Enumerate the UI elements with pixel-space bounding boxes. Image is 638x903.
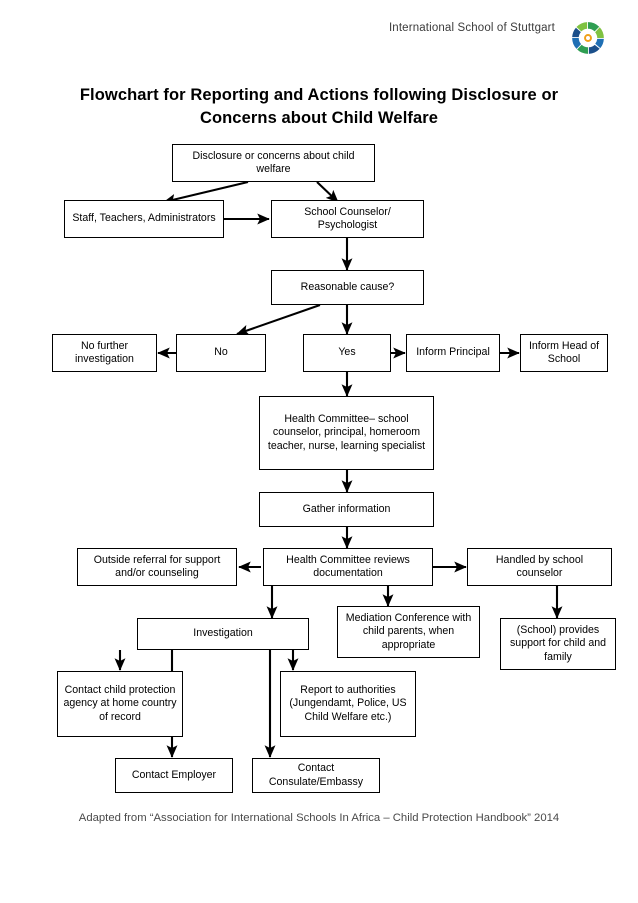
node-investigation[interactable]: Investigation (137, 618, 309, 650)
node-mediation-conference-label: Mediation Conference with child parents,… (345, 612, 472, 651)
node-inform-head-of-school-label: Inform Head of School (528, 339, 600, 365)
node-reasonable-cause-label: Reasonable cause? (300, 280, 395, 293)
node-outside-referral-label: Outside referral for support and/or coun… (93, 553, 221, 579)
node-contact-child-protection-agency[interactable]: Contact child protection agency at home … (57, 671, 183, 737)
node-gather-information-label: Gather information (302, 502, 391, 515)
school-name-label: International School of Stuttgart (388, 22, 555, 34)
node-school-provides-support-label: (School) provides support for child and … (510, 624, 606, 663)
node-hc-reviews-documentation-label: Health Committee reviews documentation (286, 553, 410, 579)
node-disclosure[interactable]: Disclosure or concerns about child welfa… (172, 144, 375, 182)
node-handled-by-school-counselor-label: Handled by school counselor (495, 553, 584, 579)
school-logo (572, 22, 604, 54)
node-contact-employer[interactable]: Contact Employer (115, 758, 233, 793)
node-inform-principal[interactable]: Inform Principal (406, 334, 500, 372)
node-school-counselor[interactable]: School Counselor/ Psychologist (271, 200, 424, 238)
node-contact-consulate-embassy-label: Contact Consulate/Embassy (268, 762, 364, 788)
node-report-to-authorities-label: Report to authorities (Jungendamt, Polic… (289, 684, 407, 723)
node-hc-reviews-documentation[interactable]: Health Committee reviews documentation (263, 548, 433, 586)
node-no-further-investigation[interactable]: No further investigation (52, 334, 157, 372)
node-contact-consulate-embassy[interactable]: Contact Consulate/Embassy (252, 758, 380, 793)
page-title: Flowchart for Reporting and Actions foll… (79, 86, 559, 127)
node-no[interactable]: No (176, 334, 266, 372)
node-no-further-investigation-label: No further investigation (75, 339, 134, 365)
node-health-committee-label: Health Committee– school counselor, prin… (267, 413, 426, 452)
node-reasonable-cause[interactable]: Reasonable cause? (271, 270, 424, 305)
node-no-label: No (214, 346, 228, 359)
node-school-provides-support[interactable]: (School) provides support for child and … (500, 618, 616, 670)
node-gather-information[interactable]: Gather information (259, 492, 434, 527)
node-inform-head-of-school[interactable]: Inform Head of School (520, 334, 608, 372)
node-investigation-label: Investigation (193, 627, 253, 640)
node-contact-employer-label: Contact Employer (131, 768, 217, 781)
node-staff[interactable]: Staff, Teachers, Administrators (64, 200, 224, 238)
node-inform-principal-label: Inform Principal (416, 346, 490, 359)
source-attribution: Adapted from “Association for Internatio… (78, 812, 560, 824)
node-yes[interactable]: Yes (303, 334, 391, 372)
node-mediation-conference[interactable]: Mediation Conference with child parents,… (337, 606, 480, 658)
node-contact-child-protection-agency-label: Contact child protection agency at home … (63, 684, 177, 723)
node-health-committee[interactable]: Health Committee– school counselor, prin… (259, 396, 434, 470)
node-staff-label: Staff, Teachers, Administrators (72, 212, 216, 225)
node-outside-referral[interactable]: Outside referral for support and/or coun… (77, 548, 237, 586)
node-yes-label: Yes (338, 346, 356, 359)
node-disclosure-label: Disclosure or concerns about child welfa… (192, 149, 355, 175)
node-handled-by-school-counselor[interactable]: Handled by school counselor (467, 548, 612, 586)
node-school-counselor-label: School Counselor/ Psychologist (304, 205, 391, 231)
node-report-to-authorities[interactable]: Report to authorities (Jungendamt, Polic… (280, 671, 416, 737)
